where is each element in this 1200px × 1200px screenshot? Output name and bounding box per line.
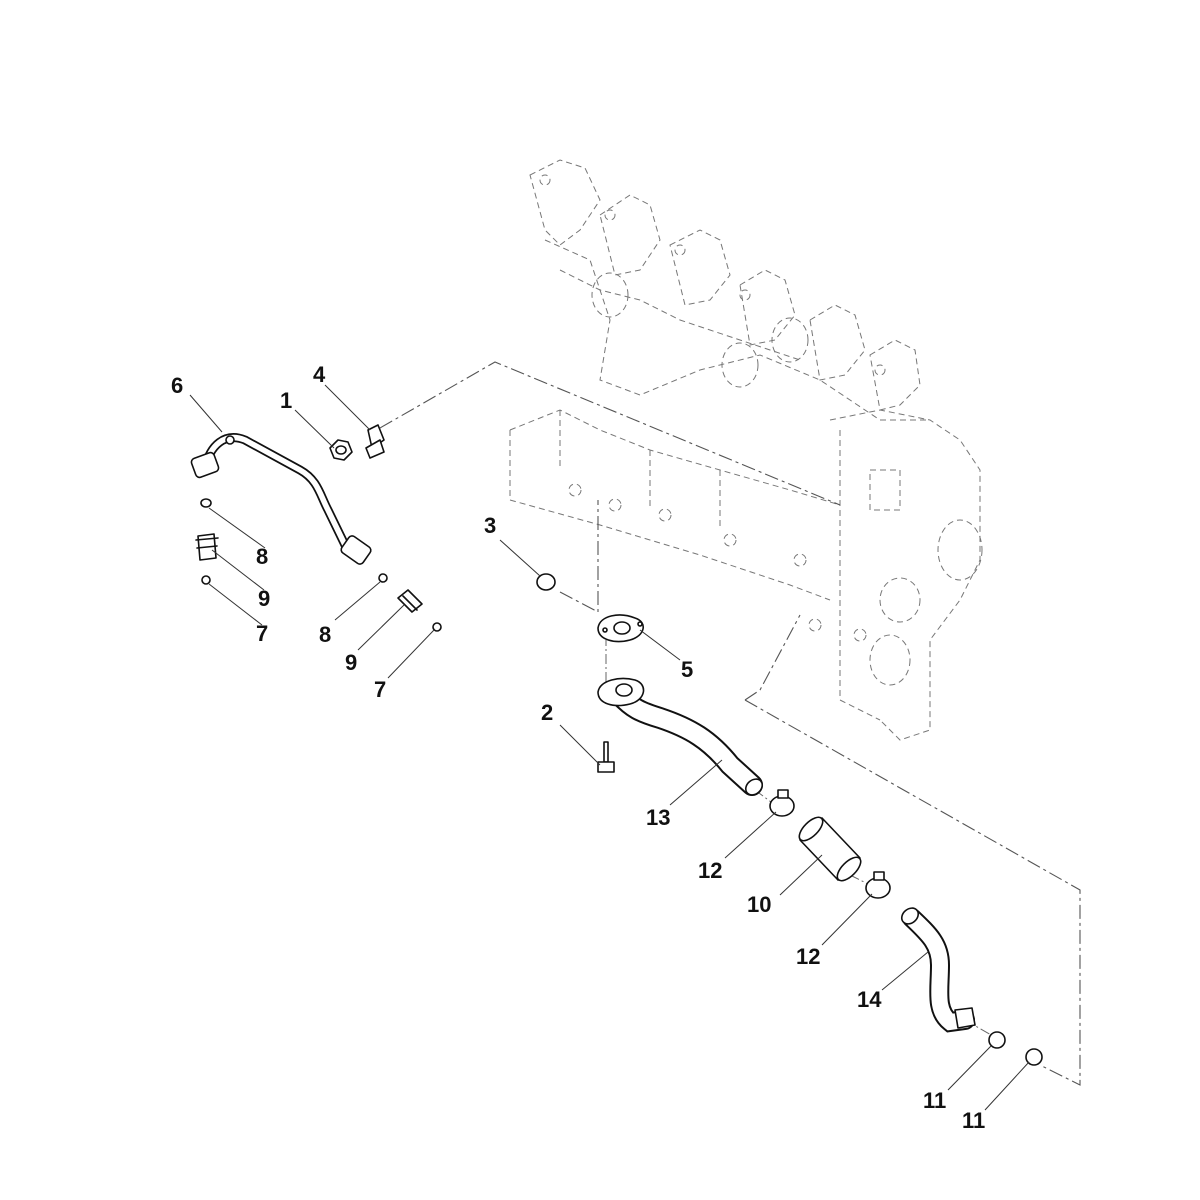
callout-9b: 9 [345,650,357,675]
nut [329,439,353,461]
right-fitting-stack [378,573,442,632]
callout-11b: 11 [962,1108,985,1133]
callout-3: 3 [484,513,496,538]
callout-1: 1 [280,388,292,413]
engine-block-outline [509,159,983,741]
phantom-reference-lines [379,361,1081,1086]
hose-clamp-upper [769,789,795,817]
callout-8b: 8 [319,622,331,647]
callout-12a: 12 [698,858,722,883]
callout-10: 10 [747,892,771,917]
drain-elbow-tube [900,907,976,1033]
oil-feed-pipe [190,433,372,565]
callout-13: 13 [646,805,670,830]
gasket [597,614,644,643]
o-ring-11b [1025,1048,1043,1066]
hose-clamp-lower [865,871,891,899]
callout-14: 14 [857,987,882,1012]
hose [798,816,862,882]
callout-6: 6 [171,373,183,398]
callout-7b: 7 [374,677,386,702]
clamp-bracket [365,424,385,459]
left-fitting-stack [195,498,219,585]
callout-12b: 12 [796,944,820,969]
bolt [597,741,615,773]
o-ring-11a [988,1031,1006,1049]
callout-labels: 1 2 3 4 5 6 7 7 8 8 9 9 10 11 11 12 12 1… [171,362,985,1133]
callout-8a: 8 [256,544,268,569]
callout-5: 5 [681,657,693,682]
oil-drain-tube [597,677,764,796]
callout-4: 4 [313,362,326,387]
callout-2: 2 [541,700,553,725]
callout-9a: 9 [258,586,270,611]
leader-lines [189,384,1030,1111]
o-ring-3 [536,573,556,591]
callout-7a: 7 [256,621,268,646]
callout-11a: 11 [923,1088,946,1113]
